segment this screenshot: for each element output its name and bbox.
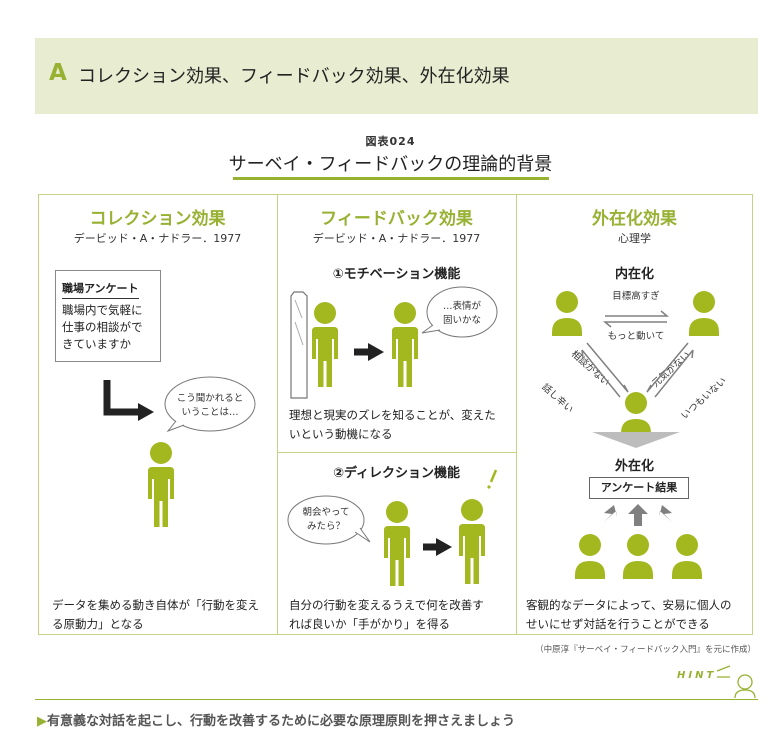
direction-function-title: ②ディレクション機能: [332, 466, 461, 481]
figure-title-underline: [233, 177, 549, 180]
column-divider: [277, 194, 278, 635]
section-letter: A: [49, 60, 67, 86]
col1-heading: コレクション効果: [89, 209, 226, 229]
person-icon: [148, 442, 174, 527]
externalization-title: 外在化: [614, 459, 654, 474]
thought-bubble-text: こう聞かれるということは…: [176, 393, 244, 418]
diagram-frame: [38, 194, 753, 635]
person-bust-icon: [621, 392, 651, 437]
arrow-label-bottom: もっと動いて: [607, 331, 665, 342]
person-bust-icon: [552, 291, 582, 336]
thought-bubble: [164, 376, 256, 432]
direction-caption: 自分の行動を変えるうえで何を改善すれば良いか「手がかり」を得る: [289, 598, 484, 631]
diagonal-arrows-icon: [581, 342, 694, 398]
column-divider: [516, 194, 517, 635]
person-icon: [392, 302, 418, 387]
footer-tip: ▶有意義な対話を起こし、行動を改善するために必要な原理原則を押さえましょう: [37, 710, 515, 729]
curved-arrow-icon: [103, 380, 140, 416]
triangle-marker-icon: ▶: [37, 714, 47, 729]
section-title: コレクション効果、フィードバック効果、外在化効果: [78, 66, 510, 87]
survey-question: 職場内で気軽に 仕事の相談がで きていますか: [62, 303, 143, 351]
col2-subheading: デービッド・A・ナドラー．1977: [312, 232, 481, 245]
hint-person-icon: [716, 665, 756, 699]
person-bust-icon: [623, 534, 653, 579]
down-arrow-icon: [592, 432, 680, 448]
survey-result-box: アンケート結果: [589, 477, 689, 499]
col3-caption: 客観的なデータによって、安易に個人のせいにせず対話を行うことができる: [526, 598, 732, 631]
idea-mark-icon: [489, 469, 498, 483]
hint-label: HINT: [677, 670, 717, 681]
source-credit: （中原淳『サーベイ・フィードバック入門』を元に作成）: [535, 645, 756, 655]
figure-title: サーベイ・フィードバックの理論的背景: [228, 154, 553, 175]
person-icon: [459, 499, 485, 584]
internalization-title: 内在化: [614, 267, 654, 282]
survey-title: 職場アンケート: [62, 280, 139, 299]
person-bust-icon: [575, 534, 605, 579]
col1-subheading: デービッド・A・ナドラー．1977: [73, 232, 242, 245]
motivation-caption: 理想と現実のズレを知ることが、変えたいという動機になる: [289, 408, 496, 441]
thought-bubble: [426, 286, 498, 338]
survey-card: 職場アンケート 職場内で気軽に 仕事の相談がで きていますか: [55, 270, 161, 362]
arrow-label-top: 目標高すぎ: [612, 291, 660, 302]
section-header: A コレクション効果、フィードバック効果、外在化効果: [35, 38, 758, 114]
figure-number: 図表024: [365, 135, 416, 148]
person-bust-icon: [672, 534, 702, 579]
thought-bubble-text: …表情が固いかな: [442, 301, 481, 326]
footer-divider: [35, 699, 758, 700]
speech-bubble: [287, 495, 365, 545]
row-divider: [277, 452, 516, 453]
col1-caption: データを集める動き自体が「行動を変える原動力」となる: [52, 598, 259, 631]
up-arrows-icon: [600, 504, 676, 526]
col3-subheading: 心理学: [618, 232, 651, 245]
person-bust-icon: [689, 291, 719, 336]
motivation-function-title: ①モチベーション機能: [332, 267, 461, 282]
speech-bubble-text: 朝会やってみたら？: [302, 507, 350, 532]
mirror-icon: [290, 291, 308, 399]
person-icon: [312, 302, 338, 387]
footer-tip-text: 有意義な対話を起こし、行動を改善するために必要な原理原則を押さえましょう: [47, 714, 516, 729]
two-way-arrow-icon: [602, 310, 670, 328]
col3-heading: 外在化効果: [592, 209, 677, 229]
person-icon: [384, 501, 410, 586]
col2-heading: フィードバック効果: [320, 209, 473, 229]
